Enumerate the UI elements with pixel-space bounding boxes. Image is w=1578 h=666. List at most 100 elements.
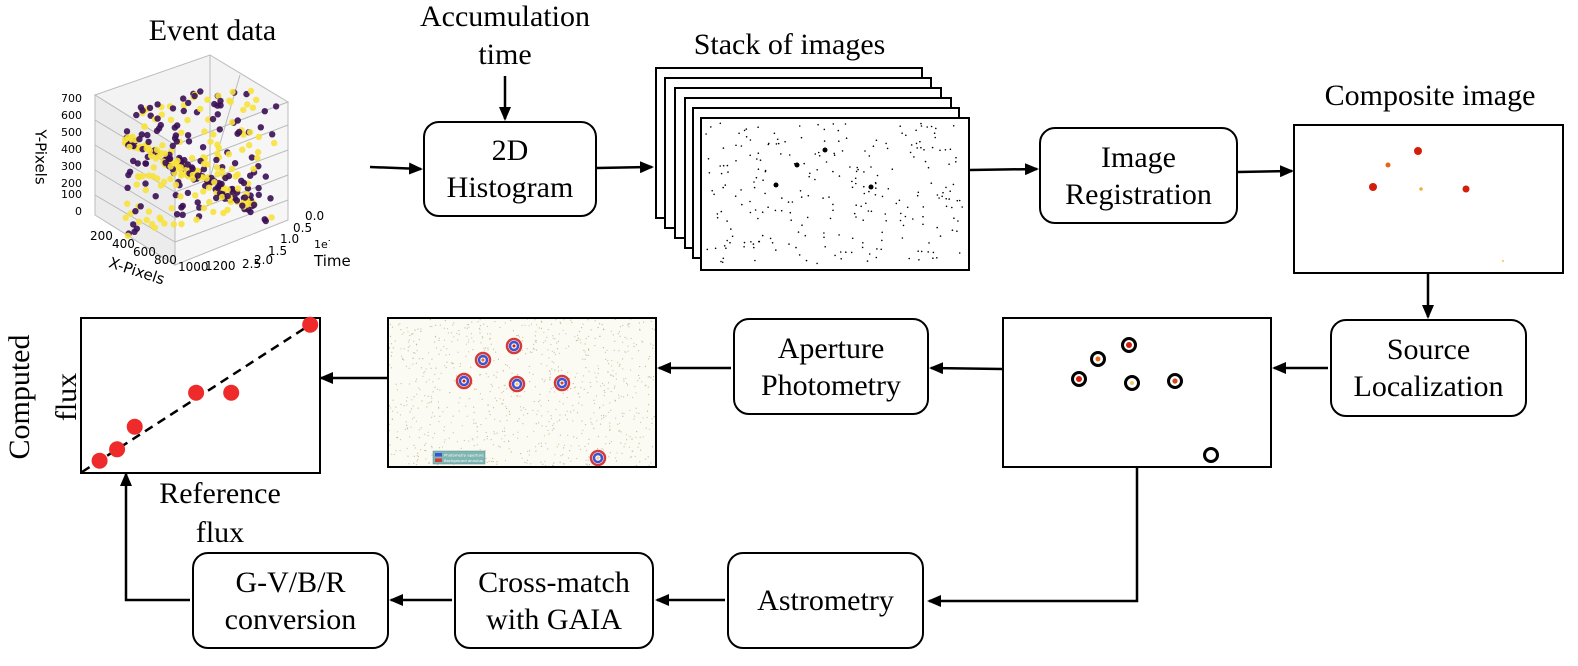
star-dot [876, 248, 878, 250]
star-dot [934, 136, 936, 139]
y-tick: 300 [61, 160, 82, 173]
noise-dot [635, 407, 637, 409]
noise-dot [610, 409, 612, 411]
star-dot [945, 205, 948, 208]
event-point [156, 214, 163, 221]
noise-dot [633, 418, 635, 420]
star-dot [771, 242, 774, 244]
noise-dot [587, 443, 589, 445]
event-point [167, 163, 174, 170]
noise-dot [571, 321, 573, 324]
event-point [224, 192, 231, 200]
3d-z-ticks: 0.0 0.5 1.0 1.5 2.0 2.5 1e7 [242, 209, 330, 271]
astrometry-box[interactable]: Astrometry [727, 552, 924, 649]
aperture-group [508, 375, 526, 393]
noise-dot [567, 434, 569, 436]
noise-dot [401, 333, 403, 335]
event-point [124, 134, 132, 141]
star-dot [945, 186, 947, 189]
noise-dot [473, 411, 475, 414]
noise-dot [481, 357, 483, 359]
x-tick: 600 [133, 245, 156, 259]
noise-dot [407, 331, 409, 333]
noise-dot [588, 349, 590, 351]
noise-dot [413, 396, 415, 398]
histogram-box[interactable]: 2D Histogram [423, 121, 597, 217]
star-dot [867, 210, 870, 212]
noise-dot [610, 330, 612, 332]
star-dot [886, 147, 889, 150]
noise-dot [578, 330, 580, 333]
crossmatch-box-line2: with GAIA [486, 602, 622, 636]
noise-dot [645, 427, 647, 429]
noise-dot [468, 326, 470, 328]
star-dot [951, 206, 953, 209]
noise-dot [443, 441, 445, 443]
noise-dot [438, 421, 440, 423]
noise-dot [624, 443, 626, 445]
noise-dot [493, 431, 495, 433]
noise-dot [390, 355, 392, 357]
noise-dot [543, 342, 545, 344]
star-dot [781, 197, 783, 199]
star-dot [823, 128, 826, 131]
noise-dot [502, 399, 505, 401]
noise-dot [609, 402, 611, 404]
noise-dot [406, 327, 408, 329]
noise-dot [485, 431, 487, 434]
noise-dot [389, 323, 392, 325]
noise-dot [459, 397, 461, 399]
star-dot [762, 179, 764, 181]
noise-dot [534, 446, 537, 448]
noise-dot [434, 335, 436, 337]
event-point [180, 107, 187, 115]
photometry-box[interactable]: Aperture Photometry [733, 318, 929, 415]
noise-dot [535, 341, 537, 343]
noise-dot [528, 450, 531, 452]
noise-dot [404, 428, 406, 430]
event-point [199, 144, 207, 151]
noise-dot [521, 457, 523, 459]
localization-box-line2: Localization [1353, 370, 1504, 403]
localization-box[interactable]: Source Localization [1330, 319, 1527, 417]
noise-dot [576, 412, 579, 414]
noise-dot [588, 335, 590, 337]
localized-sources [1071, 337, 1219, 463]
noise-dot [559, 352, 561, 354]
noise-dot [553, 351, 555, 353]
noise-dot [457, 351, 459, 353]
star-dot [935, 127, 937, 130]
noise-dot [570, 411, 572, 413]
noise-dot [391, 453, 393, 455]
star-dot [809, 172, 811, 175]
event-point [249, 104, 257, 111]
star-dot [823, 236, 825, 239]
star-dot [866, 260, 869, 262]
event-point [229, 88, 236, 96]
noise-dot [519, 395, 521, 397]
noise-dot [535, 423, 537, 425]
conversion-box[interactable]: G-V/B/R conversion [192, 552, 389, 649]
z-tick: 0.5 [293, 221, 312, 235]
event-point [224, 206, 231, 214]
noise-dot [438, 353, 440, 355]
localization-box-line1: Source [1386, 333, 1471, 366]
noise-dot [572, 404, 574, 407]
noise-dot [603, 416, 605, 418]
registration-box[interactable]: Image Registration [1039, 127, 1238, 224]
noise-dot [544, 465, 547, 467]
event-point [222, 174, 229, 182]
crossmatch-box[interactable]: Cross-match with GAIA [454, 552, 654, 649]
noise-dot [524, 391, 526, 393]
noise-dot [584, 351, 586, 353]
noise-dot [451, 341, 453, 343]
star-dot [930, 182, 933, 184]
noise-dot [594, 337, 596, 339]
noise-dot [388, 405, 391, 407]
star-dot [875, 182, 877, 185]
noise-dot [528, 454, 530, 456]
star-dot [758, 240, 760, 243]
noise-dot [466, 327, 468, 329]
star-dot [713, 193, 715, 196]
noise-dot [603, 390, 605, 392]
